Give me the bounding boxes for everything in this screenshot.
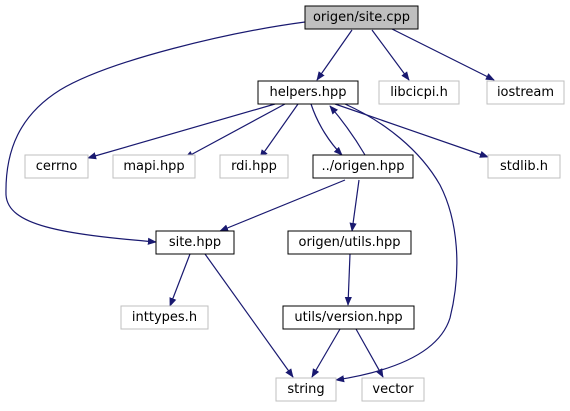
edge-root-site bbox=[5, 21, 306, 245]
node-helpers[interactable]: helpers.hpp bbox=[257, 80, 359, 105]
node-label-mapi: mapi.hpp bbox=[123, 159, 184, 174]
node-stdlib[interactable]: stdlib.h bbox=[487, 154, 561, 179]
node-origen-hpp[interactable]: ../origen.hpp bbox=[312, 154, 414, 179]
node-vector[interactable]: vector bbox=[361, 377, 425, 402]
edge-helpers-stdlib bbox=[334, 103, 489, 158]
node-label-helpers: helpers.hpp bbox=[269, 85, 346, 100]
node-libcicpi[interactable]: libcicpi.h bbox=[378, 80, 460, 105]
edge-version-vector bbox=[355, 328, 384, 378]
node-inttypes[interactable]: inttypes.h bbox=[120, 305, 209, 330]
edge-site-inttypes bbox=[169, 253, 191, 307]
node-label-version: utils/version.hpp bbox=[294, 310, 402, 325]
edge-site-string bbox=[204, 253, 294, 378]
edge-origen-hpp-utils bbox=[349, 179, 360, 232]
edge-helpers-cerrno bbox=[87, 103, 276, 160]
node-mapi[interactable]: mapi.hpp bbox=[112, 154, 196, 179]
node-iostream[interactable]: iostream bbox=[486, 80, 565, 105]
edge-helpers-rdi bbox=[259, 103, 299, 159]
node-label-iostream: iostream bbox=[497, 85, 554, 100]
node-label-utils: origen/utils.hpp bbox=[299, 235, 401, 250]
edges bbox=[5, 21, 495, 383]
node-site[interactable]: site.hpp bbox=[155, 230, 235, 255]
edge-helpers-origen-hpp bbox=[310, 103, 343, 156]
node-label-cerrno: cerrno bbox=[36, 159, 78, 174]
edge-origen-hpp-site bbox=[219, 179, 346, 232]
node-label-stdlib: stdlib.h bbox=[500, 159, 548, 174]
node-version[interactable]: utils/version.hpp bbox=[282, 305, 415, 330]
node-label-vector: vector bbox=[372, 382, 414, 397]
edge-root-libcicpi bbox=[371, 29, 410, 81]
node-label-site: site.hpp bbox=[169, 235, 221, 250]
edge-root-helpers bbox=[316, 29, 353, 81]
node-label-string: string bbox=[287, 382, 324, 397]
edge-root-iostream bbox=[389, 27, 495, 81]
node-utils[interactable]: origen/utils.hpp bbox=[287, 230, 412, 255]
edge-utils-version bbox=[344, 253, 352, 306]
edge-helpers-mapi bbox=[184, 103, 286, 159]
node-cerrno[interactable]: cerrno bbox=[24, 154, 89, 179]
nodes: origen/site.cpp helpers.hpp libcicpi.h i… bbox=[24, 5, 565, 402]
node-label-rdi: rdi.hpp bbox=[231, 159, 277, 174]
edge-origen-hpp-helpers bbox=[329, 105, 366, 156]
edge-version-string bbox=[311, 328, 341, 378]
node-root[interactable]: origen/site.cpp bbox=[304, 5, 419, 30]
node-rdi[interactable]: rdi.hpp bbox=[219, 154, 289, 179]
node-label-inttypes: inttypes.h bbox=[132, 310, 197, 325]
node-label-libcicpi: libcicpi.h bbox=[390, 85, 448, 100]
node-string[interactable]: string bbox=[275, 377, 337, 402]
edge-helpers-string bbox=[335, 103, 458, 383]
node-label-root: origen/site.cpp bbox=[313, 10, 410, 25]
node-label-origen-hpp: ../origen.hpp bbox=[322, 159, 405, 174]
